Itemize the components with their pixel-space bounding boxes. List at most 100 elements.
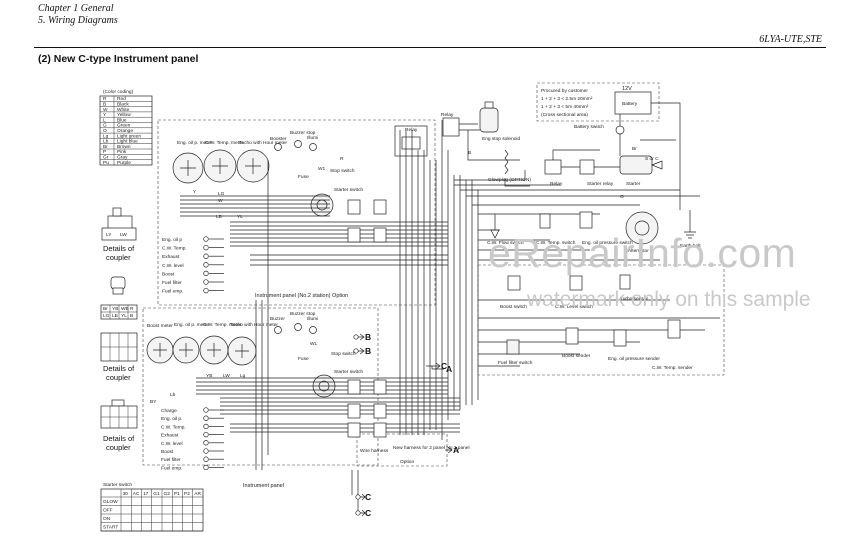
svg-text:LB: LB [216, 214, 222, 220]
fuel-filter-switch [506, 339, 520, 355]
svg-text:Y: Y [193, 189, 197, 195]
svg-text:LY: LY [106, 232, 112, 238]
cw-temp-sender [667, 319, 681, 339]
instrument-panel-lower: Instrument panel Boost meter Eng. oil p.… [142, 307, 470, 489]
lamp-label-upper: C.W. level [162, 263, 184, 269]
svg-text:WL: WL [310, 341, 318, 347]
color-code: R [103, 96, 107, 102]
svg-text:YB: YB [112, 306, 118, 312]
relay-glow [544, 159, 562, 175]
lamp-label-lower: Eng. oil p. [161, 416, 182, 422]
lamp-indicator [203, 440, 209, 446]
svg-text:B: B [130, 313, 133, 319]
starter-switch-label-lower: Starter switch [334, 369, 363, 375]
lamp-label-lower: Exhaust [161, 433, 179, 439]
coupler-1-label-b: coupler [106, 253, 131, 262]
page-title: (2) New C-type Instrument panel [38, 53, 199, 65]
color-name: Yellow [117, 112, 131, 118]
gauge-label-boost-lower: Boost meter [147, 323, 173, 329]
coupler-3-label-a: Details of [103, 434, 135, 443]
glowplug-coil [504, 149, 509, 175]
svg-text:LW: LW [223, 373, 230, 379]
starter-table-row: OFF [103, 508, 113, 514]
svg-text:R: R [130, 306, 134, 312]
cw-flow-switch-label: C.W. Flow switch [487, 240, 524, 246]
color-code: Y [103, 112, 107, 118]
starter-switch-label-upper: Starter switch [334, 187, 363, 193]
lamp-label-upper: C.W. Temp. [162, 246, 187, 252]
color-name: Light blue [117, 139, 138, 145]
battery-voltage: 12V [622, 86, 632, 92]
lamp-indicator [203, 448, 209, 454]
boost-sender [565, 327, 579, 345]
stop-switch-label-lower: Stop switch [331, 351, 356, 357]
color-code: O [103, 128, 107, 134]
boost-sender-label: Boost sender [562, 353, 591, 359]
starter-table-col: P1 [174, 491, 180, 497]
color-code: Br [103, 144, 108, 150]
lamp-indicator [203, 456, 209, 462]
color-name: Green [117, 123, 131, 129]
stop-switch-label-upper: Stop switch [330, 168, 355, 174]
header-rule [34, 47, 826, 48]
lamp-indicator [203, 244, 209, 251]
earth-bolt-label: Earth bolt [680, 243, 701, 249]
boost-switch-label: Boost switch [500, 304, 527, 310]
turbo-sensor-label: Turbo sensor [620, 296, 648, 302]
starter-table-col: G2 [164, 491, 171, 497]
svg-text:LB: LB [112, 313, 118, 319]
color-code: Gr [103, 155, 109, 161]
lamp-label-upper: Boost [162, 271, 175, 277]
new-harness-label: New harness for 2 panel No.2 panel [393, 445, 470, 451]
lamp-indicator [203, 270, 209, 277]
gauge-label-tacho-lower: Tacho with Hour meter [230, 322, 278, 328]
eng-oil-pressure-sender-label: Eng. oil pressure sender [608, 356, 660, 362]
connector-b-1: B [365, 332, 371, 342]
color-name: Black [117, 102, 129, 108]
alternator-label: Alternator [628, 248, 649, 254]
lamp-label-lower: C.W. Temp. [161, 424, 186, 430]
relay-top-label: Relay [441, 112, 454, 118]
coupler-1-label-a: Details of [103, 244, 135, 253]
color-code: Lg [103, 133, 109, 139]
starter-table-row: GLOW [103, 499, 118, 505]
lamp-indicator [203, 262, 209, 268]
lamp-label-upper: Eng. oil p [162, 237, 182, 243]
color-code: G [103, 123, 107, 129]
relay-label-upper: Relay [405, 127, 418, 133]
lamp-indicator [203, 464, 209, 471]
lamp-label-lower: Boost [161, 449, 174, 455]
coupler-3-label-b: coupler [106, 443, 131, 452]
panel-upper-caption: Instrument panel (No.2 station) Option [255, 293, 348, 299]
gauge-label-oil-lower: Eng. oil p. meter [174, 322, 209, 328]
starter-table-col: AR [194, 491, 201, 497]
panel-lower-caption: Instrument panel [243, 483, 284, 489]
svg-text:WB: WB [121, 306, 129, 312]
starter-label: Starter [626, 181, 641, 187]
connector-c-1: C [441, 361, 447, 371]
section-heading: 5. Wiring Diagrams [38, 15, 118, 26]
starter-table-row: START [103, 525, 118, 531]
svg-text:W: W [218, 198, 223, 204]
lamp-indicator [203, 407, 209, 413]
svg-text:R: R [340, 156, 344, 162]
color-code: B [103, 102, 106, 108]
svg-text:YL: YL [237, 214, 243, 220]
gauge-label-tacho-upper: Tacho with Hour meter [239, 140, 287, 146]
starter-table-col: P2 [184, 491, 190, 497]
svg-text:LW: LW [120, 232, 127, 238]
cw-temp-switch [539, 213, 551, 229]
eng-oil-pressure-sender [613, 329, 627, 347]
glowplug-label: Glowplug (OPTION) [488, 177, 531, 183]
cw-temp-sender-label: C.W. Temp. sender [652, 365, 693, 371]
indicator-buzzer-stop-lower: Buzzer stop [290, 311, 316, 317]
battery-switch [615, 125, 625, 135]
color-name: Orange [117, 128, 133, 134]
color-name: Red [117, 96, 126, 102]
indicator-illumi-upper: Illumi [307, 135, 318, 141]
procured-line-1: Procured by customer [541, 88, 588, 94]
color-name: Pink [117, 149, 127, 155]
color-code: W [103, 107, 108, 113]
gauge-label-temp-upper: C.W. Temp. meter [205, 140, 244, 146]
